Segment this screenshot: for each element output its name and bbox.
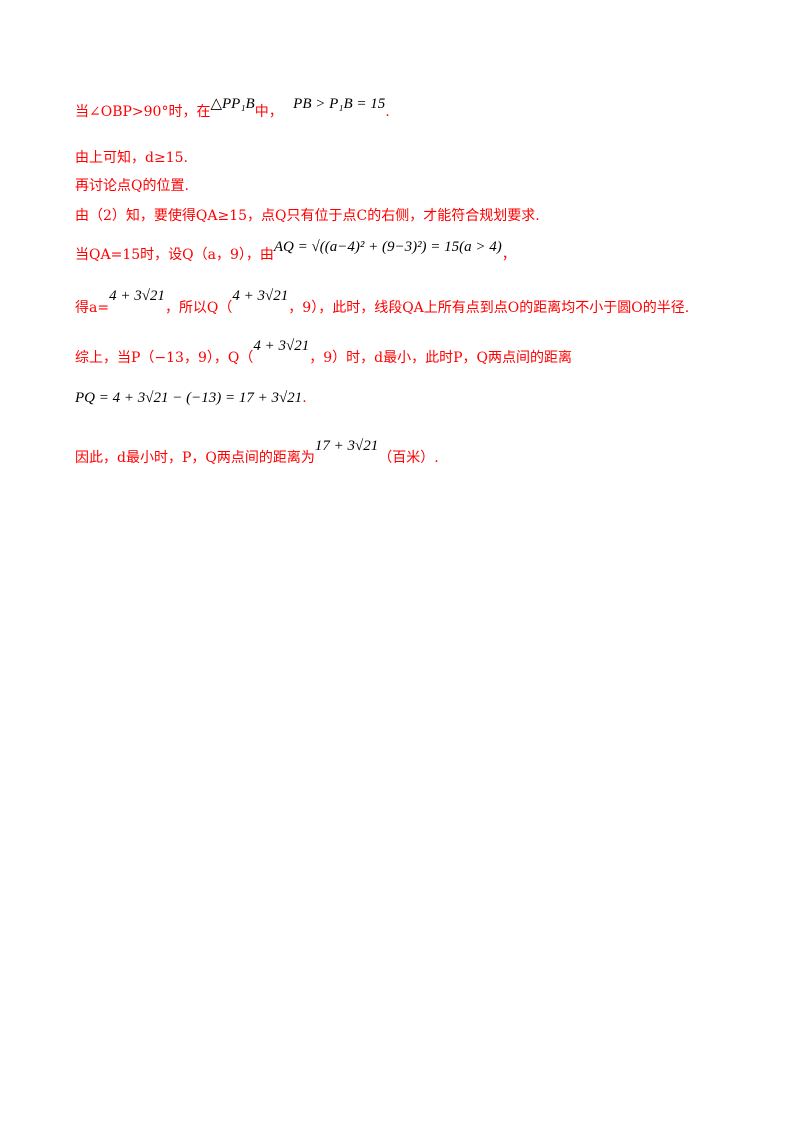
distance-equation: AQ = √((a−4)² + (9−3)²) = 15(a > 4) — [273, 239, 502, 255]
text: ， — [501, 247, 516, 263]
a-value-expression: 4 + 3√21 — [109, 288, 165, 304]
text: 综上，当P（−13，9），Q（ — [75, 350, 254, 366]
text: 当QA=15时，设Q（a，9），由 — [75, 247, 274, 263]
text: 中， — [254, 104, 283, 120]
text: 由上可知，d≥15. — [75, 150, 188, 166]
inequality-expression: PB > P₁B = 15 — [293, 96, 386, 112]
line-qa-equals-15: 当QA=15时，设Q（a，9），由AQ = √((a−4)² + (9−3)²)… — [75, 239, 516, 265]
text: 得a= — [75, 300, 110, 316]
line-conclusion: 因此，d最小时，P，Q两点间的距离为17 + 3√21（百米）. — [75, 438, 439, 468]
text: ，9），此时，线段QA上所有点到点O的距离均不小于圆O的半径. — [288, 300, 690, 316]
q-coordinate-expression: 4 + 3√21 — [253, 338, 310, 354]
text: . — [385, 104, 390, 120]
pq-equation: PQ = 4 + 3√21 − (−13) = 17 + 3√21 — [75, 390, 303, 406]
min-distance-expression: 17 + 3√21 — [314, 438, 379, 454]
text: 因此，d最小时，P，Q两点间的距离为 — [75, 450, 315, 466]
text: 再讨论点Q的位置. — [75, 178, 189, 194]
text: （百米）. — [378, 450, 439, 466]
line-solve-a: 得a=4 + 3√21，所以Q（4 + 3√21，9），此时，线段QA上所有点到… — [75, 288, 690, 318]
line-discuss-q: 再讨论点Q的位置. — [75, 176, 189, 196]
text: 当∠OBP>90°时，在 — [75, 104, 211, 120]
line-condition-qa: 由（2）知，要使得QA≥15，点Q只有位于点C的右侧，才能符合规划要求. — [75, 206, 540, 226]
line-pq-distance: PQ = 4 + 3√21 − (−13) = 17 + 3√21. — [75, 388, 307, 408]
line-angle-obp: 当∠OBP>90°时，在△PP₁B中， PB > P₁B = 15. — [75, 96, 390, 122]
text: . — [302, 390, 307, 406]
q-coordinate-expression: 4 + 3√21 — [232, 288, 289, 304]
text: ，9）时，d最小，此时P，Q两点间的距离 — [309, 350, 572, 366]
line-summary: 综上，当P（−13，9），Q（4 + 3√21，9）时，d最小，此时P，Q两点间… — [75, 338, 572, 368]
triangle-expression: △PP₁B — [210, 96, 255, 112]
text: 由（2）知，要使得QA≥15，点Q只有位于点C的右侧，才能符合规划要求. — [75, 208, 540, 224]
text: ，所以Q（ — [164, 300, 233, 316]
line-d-bound: 由上可知，d≥15. — [75, 148, 188, 168]
